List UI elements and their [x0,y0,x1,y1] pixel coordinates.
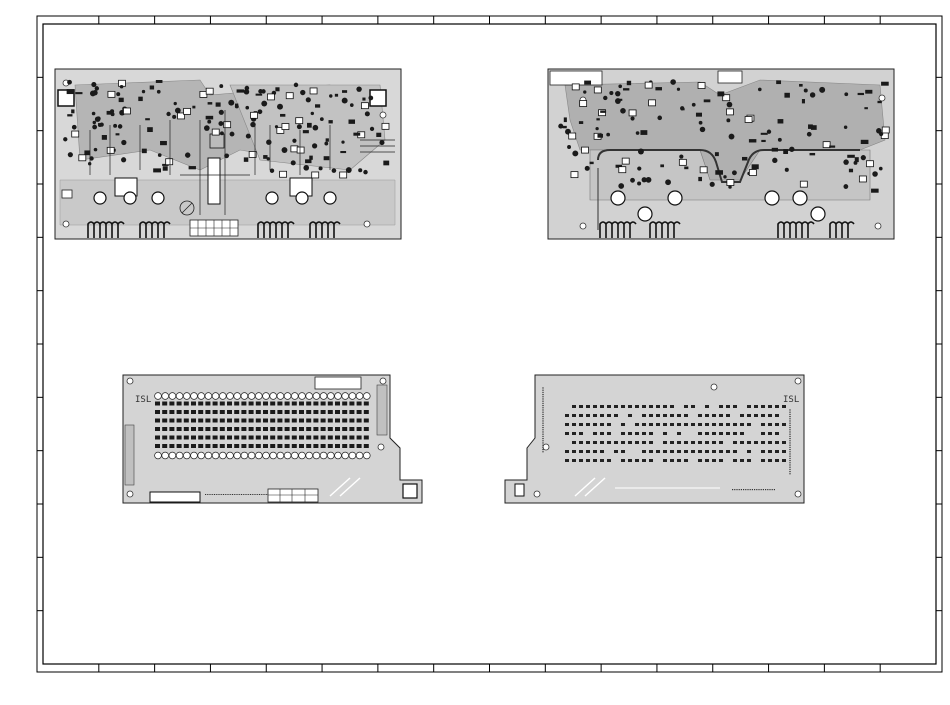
amp-board-component-side [55,69,401,239]
indicator-board-component-side: ISL [123,375,422,503]
amp-board-solder-side [548,69,894,239]
indicator-bottom-tag: ISL [783,395,799,405]
indicator-top-tag: ISL [135,395,151,405]
indicator-board-solder-side: ISL [505,375,804,503]
